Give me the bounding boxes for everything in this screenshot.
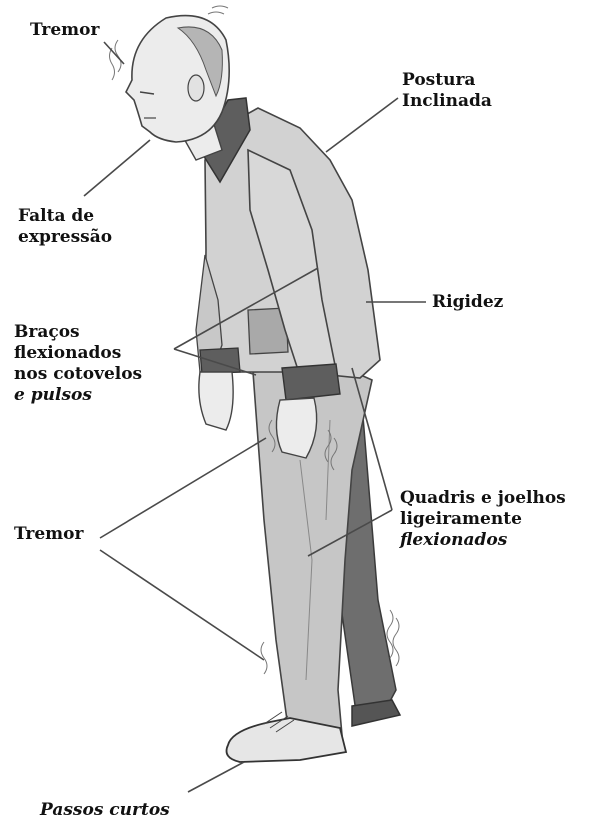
label-tremor-body: Tremor bbox=[14, 524, 83, 545]
label-postura-inclinada: Postura Inclinada bbox=[402, 70, 492, 112]
label-passos-curtos: Passos curtos bbox=[40, 800, 170, 821]
label-bracos-flexionados: Braços flexionados nos cotovelos e pulso… bbox=[14, 322, 142, 406]
label-falta-expressao: Falta de expressão bbox=[18, 206, 112, 248]
label-quadris-joelhos: Quadris e joelhos ligeiramente flexionad… bbox=[400, 488, 566, 551]
label-rigidez: Rigidez bbox=[432, 292, 503, 313]
front-hand bbox=[276, 398, 316, 458]
label-tremor-head: Tremor bbox=[30, 20, 99, 41]
rear-hand bbox=[199, 372, 233, 430]
